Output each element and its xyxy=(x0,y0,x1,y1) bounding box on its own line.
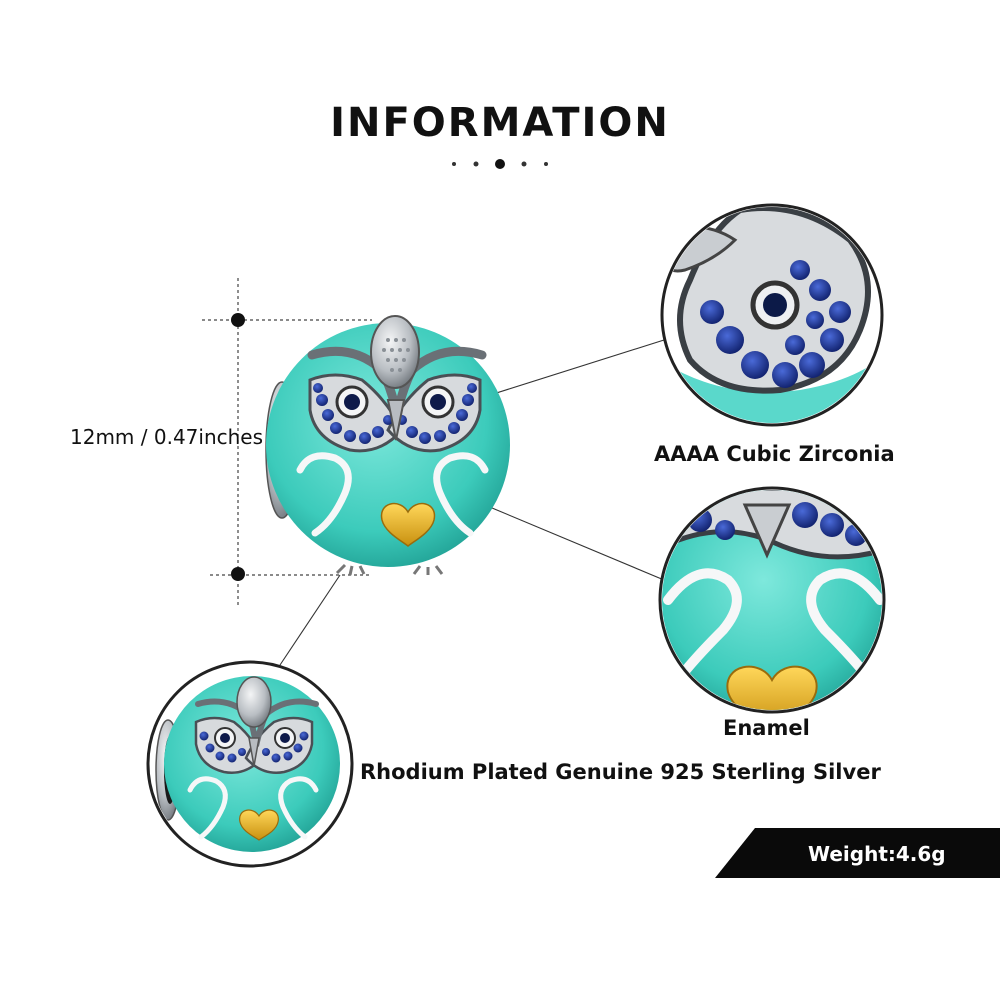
dimension-top-dot xyxy=(231,313,245,327)
zirconia-label: AAAA Cubic Zirconia xyxy=(654,442,895,466)
material-label: Rhodium Plated Genuine 925 Sterling Silv… xyxy=(360,760,881,784)
dimension-label: 12mm / 0.47inches xyxy=(70,425,264,449)
title-dots-divider xyxy=(452,159,548,169)
weight-label: Weight:4.6g xyxy=(808,842,946,866)
enamel-label: Enamel xyxy=(723,716,810,740)
dimension-bottom-dot xyxy=(231,567,245,581)
weight-badge xyxy=(715,828,1000,878)
owl-charm-main xyxy=(265,315,510,576)
zoom-silver-circle xyxy=(146,660,354,868)
zoom-zirconia-circle xyxy=(660,203,884,427)
zoom-enamel-circle xyxy=(658,486,886,714)
page-title: INFORMATION xyxy=(330,100,670,146)
